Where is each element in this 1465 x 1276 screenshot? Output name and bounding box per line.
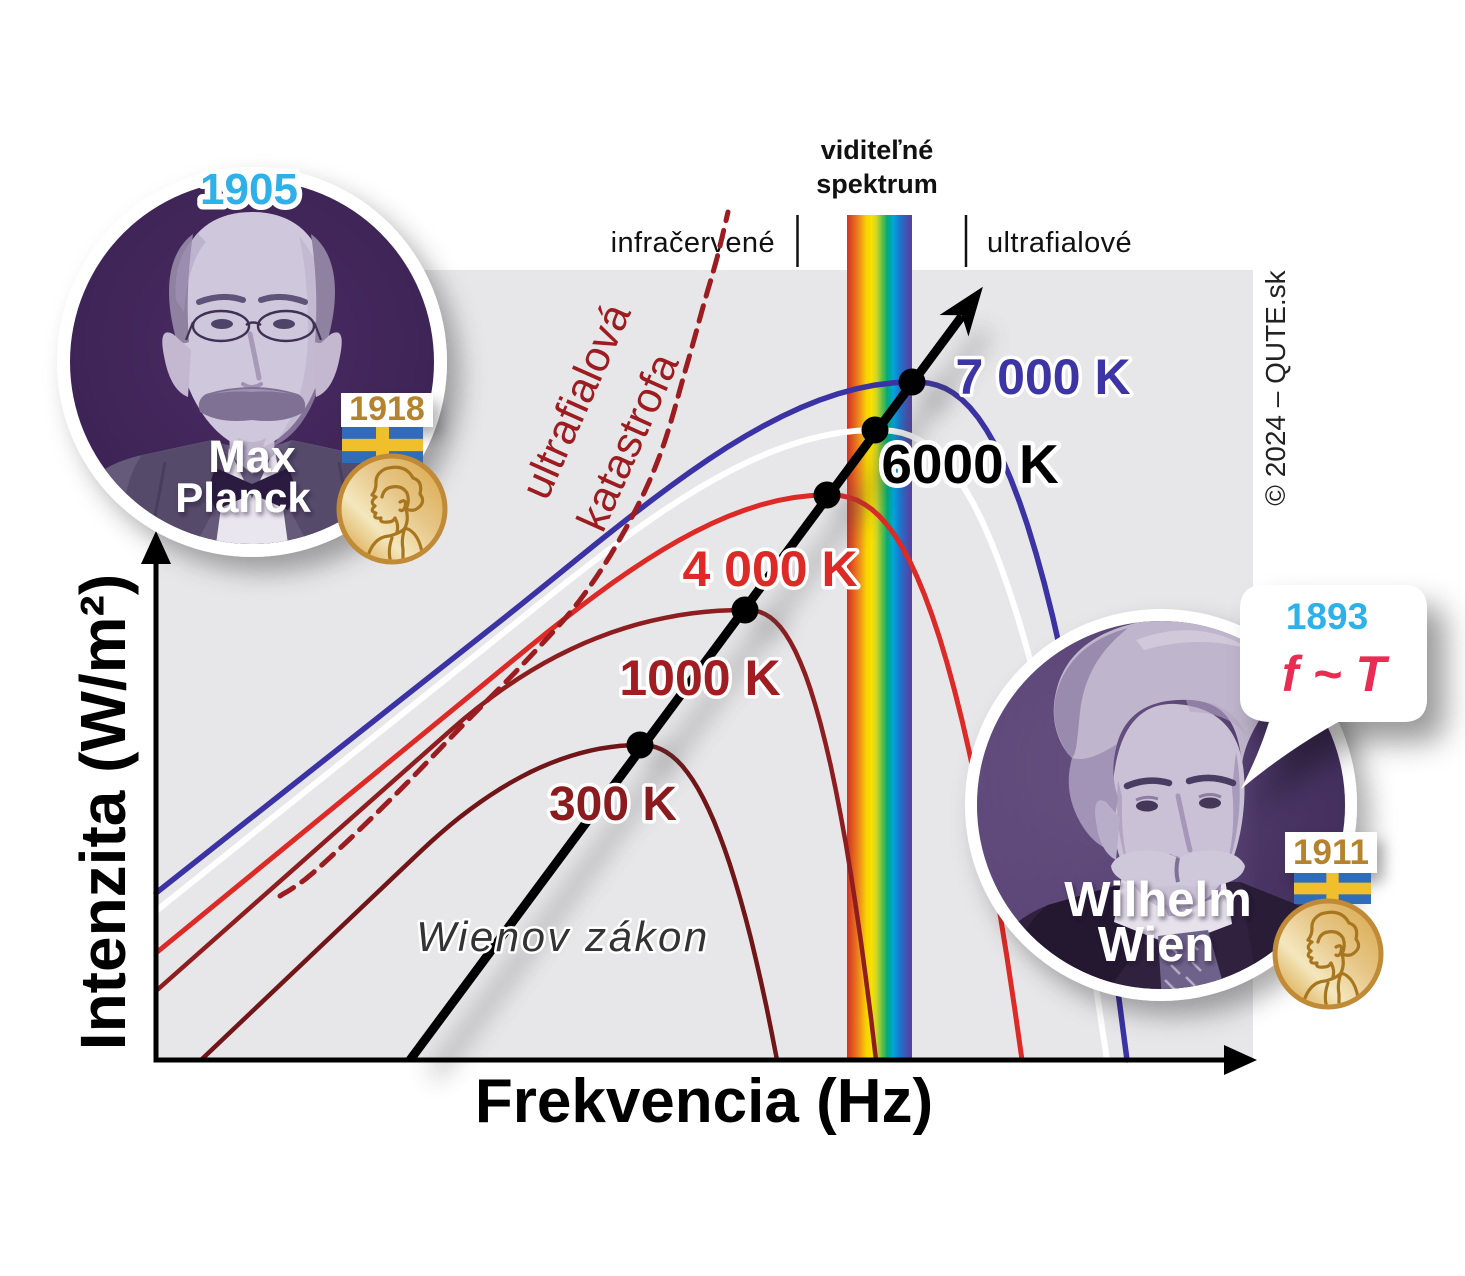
svg-text:1000 K: 1000 K (619, 650, 780, 706)
svg-text:Wien: Wien (1098, 918, 1215, 972)
svg-text:300 K: 300 K (549, 778, 677, 831)
svg-text:Intenzita (W/m²): Intenzita (W/m²) (67, 574, 139, 1050)
svg-text:© 2024 – QUTE.sk: © 2024 – QUTE.sk (1260, 269, 1291, 505)
svg-text:4 000 K: 4 000 K (682, 541, 857, 597)
svg-text:1893: 1893 (1286, 596, 1368, 637)
svg-text:Max: Max (208, 431, 296, 482)
svg-text:infračervené: infračervené (611, 227, 775, 259)
svg-text:7 000 K: 7 000 K (955, 349, 1130, 405)
svg-text:viditeľné: viditeľné (821, 135, 933, 165)
svg-text:spektrum: spektrum (816, 169, 938, 199)
svg-text:Wienov zákon: Wienov zákon (416, 913, 709, 960)
svg-text:Planck: Planck (175, 474, 311, 521)
svg-text:1905: 1905 (200, 165, 298, 214)
svg-text:ultrafialové: ultrafialové (987, 227, 1132, 259)
svg-text:f ~ T: f ~ T (1282, 646, 1391, 702)
svg-text:6000 K: 6000 K (881, 433, 1059, 495)
svg-text:1911: 1911 (1293, 833, 1369, 872)
svg-text:1918: 1918 (349, 390, 425, 428)
svg-text:Frekvencia (Hz): Frekvencia (Hz) (475, 1067, 933, 1136)
svg-text:Wilhelm: Wilhelm (1064, 873, 1251, 927)
